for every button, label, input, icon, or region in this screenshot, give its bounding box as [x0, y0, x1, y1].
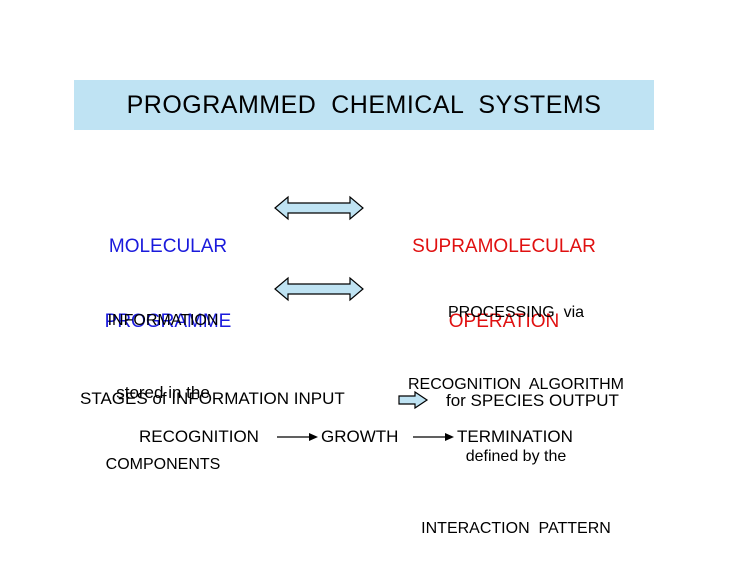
- sequence-growth: GROWTH: [321, 427, 399, 446]
- information-label: INFORMATION stored in the COMPONENTS: [78, 261, 248, 501]
- molecular-line-1: MOLECULAR: [108, 236, 228, 257]
- processing-line-2: RECOGNITION ALGORITHM: [407, 376, 624, 393]
- molecular-line-2: PROGRAMME: [104, 311, 232, 332]
- supramolecular-line-1: SUPRAMOLECULAR: [412, 236, 596, 257]
- molecular-programme-label: MOLECULAR PROGRAMME: [88, 184, 248, 359]
- stages-input-text: STAGES of INFORMATION INPUT: [80, 389, 345, 408]
- information-line-1: INFORMATION: [107, 312, 219, 329]
- information-line-3: COMPONENTS: [105, 456, 221, 473]
- right-arrow-icon: [398, 390, 429, 410]
- processing-line-3: defined by the: [465, 448, 567, 465]
- supramolecular-line-2: OPERATION: [448, 311, 560, 332]
- information-line-2: stored in the: [116, 383, 210, 402]
- processing-line-4: INTERACTION PATTERN: [421, 520, 611, 537]
- double-arrow-icon-2: [274, 276, 364, 302]
- line-arrow-icon: [277, 433, 318, 441]
- line-arrow-icon-2: [413, 433, 454, 441]
- page-title: PROGRAMMED CHEMICAL SYSTEMS: [126, 90, 602, 119]
- title-banner: PROGRAMMED CHEMICAL SYSTEMS: [74, 80, 654, 130]
- supramolecular-operation-label: SUPRAMOLECULAR OPERATION: [384, 184, 624, 359]
- processing-line-1: PROCESSING via: [447, 304, 585, 321]
- species-output-text: for SPECIES OUTPUT: [446, 391, 619, 410]
- sequence-termination: TERMINATION: [457, 427, 573, 446]
- double-arrow-icon: [274, 195, 364, 221]
- sequence-recognition: RECOGNITION: [139, 427, 259, 446]
